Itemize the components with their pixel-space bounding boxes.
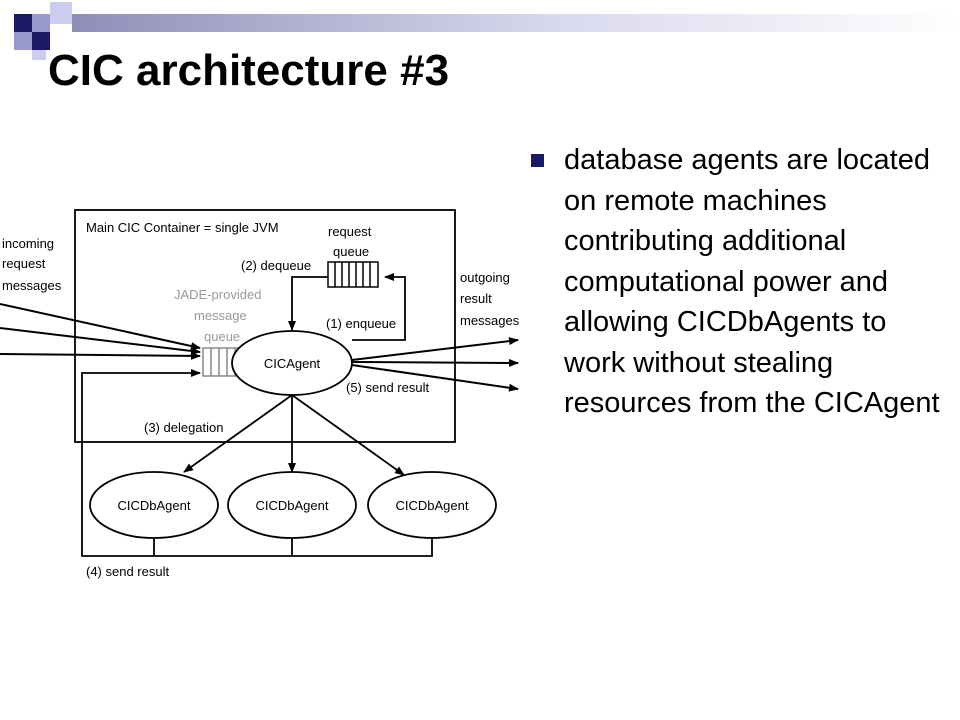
main-container-box (74, 209, 456, 443)
bullet-text: database agents are located on remote ma… (564, 144, 940, 419)
incoming-arrow-3 (0, 351, 201, 360)
corner-square-light-2 (32, 50, 46, 60)
corner-square-mid-1 (32, 14, 50, 32)
corner-square-light-1 (50, 2, 72, 24)
dequeue-label: (2) dequeue (241, 258, 311, 273)
db-agent-label-2: CICDbAgent (256, 498, 329, 513)
incoming-label-2: request (2, 256, 46, 271)
slide-title: CIC architecture #3 (48, 46, 450, 95)
outgoing-arrow-2 (351, 358, 519, 367)
outgoing-label-1: outgoing (460, 270, 510, 285)
incoming-arrow-1 (0, 303, 201, 350)
jade-queue-label-3: queue (204, 329, 240, 344)
send-result-4-loop (81, 369, 433, 557)
bullet-list: database agents are located on remote ma… (528, 140, 948, 424)
incoming-label-3: messages (2, 278, 62, 293)
send-result-4-label: (4) send result (86, 564, 169, 579)
corner-square-dark-2 (32, 32, 50, 50)
header-gradient-bar (72, 14, 960, 32)
corner-square-mid-2 (14, 32, 32, 50)
request-queue-label-2: queue (333, 244, 369, 259)
container-label: Main CIC Container = single JVM (86, 220, 279, 235)
delegation-arrow-left (183, 394, 293, 473)
incoming-arrow-2 (0, 327, 201, 355)
bullet-square-icon (531, 154, 544, 167)
outgoing-label-2: result (460, 291, 492, 306)
db-agent-label-3: CICDbAgent (396, 498, 469, 513)
db-agent-label-1: CICDbAgent (118, 498, 191, 513)
corner-square-dark-1 (14, 14, 32, 32)
delegation-label: (3) delegation (144, 420, 224, 435)
request-queue-icon (327, 261, 379, 288)
request-queue-label-1: request (328, 224, 372, 239)
outgoing-label-3: messages (460, 313, 520, 328)
enqueue-label: (1) enqueue (326, 316, 396, 331)
enqueue-arrow (352, 273, 406, 341)
dequeue-arrow (288, 276, 328, 331)
delegation-arrow-right (291, 394, 405, 476)
jade-queue-label-2: message (194, 308, 247, 323)
incoming-label-1: incoming (2, 236, 54, 251)
cic-agent-label: CICAgent (264, 356, 321, 371)
outgoing-arrow-3 (351, 364, 519, 392)
jade-queue-label-1: JADE-provided (174, 287, 261, 302)
outgoing-arrow-1 (351, 337, 519, 361)
send-result-5-label: (5) send result (346, 380, 429, 395)
